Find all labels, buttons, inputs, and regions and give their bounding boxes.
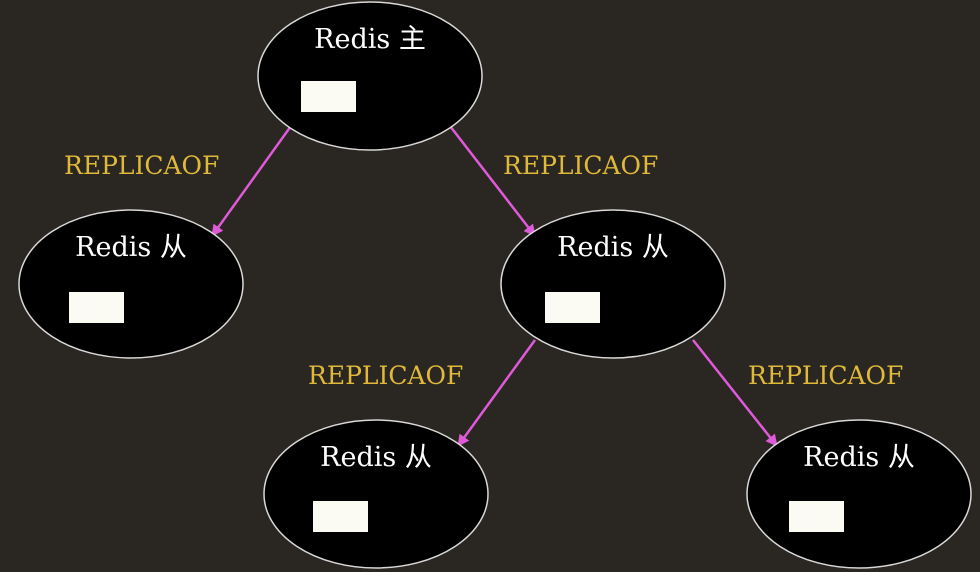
node-label: Redis 从 — [75, 232, 187, 263]
node-data-box — [789, 501, 844, 532]
replication-arrow — [456, 339, 537, 447]
edge-label-replicaof: REPLICAOF — [503, 151, 658, 180]
edge-master-to-replica-mid: REPLICAOF — [449, 125, 658, 237]
node-data-box — [313, 501, 368, 532]
node-redis-master: Redis 主 — [257, 1, 483, 151]
replication-arrow — [692, 339, 778, 447]
edge-replica-mid-to-replica-bottom-right: REPLICAOF — [692, 339, 903, 447]
node-label: Redis 从 — [803, 442, 915, 473]
node-data-box — [69, 292, 124, 323]
node-label: Redis 主 — [314, 24, 426, 55]
edge-label-replicaof: REPLICAOF — [64, 151, 219, 180]
node-label: Redis 从 — [557, 232, 669, 263]
edge-label-replicaof: REPLICAOF — [748, 361, 903, 390]
replication-arrow — [210, 125, 293, 237]
node-redis-replica-bottom-left: Redis 从 — [263, 419, 489, 569]
edge-label-replicaof: REPLICAOF — [308, 361, 463, 390]
node-redis-replica-mid: Redis 从 — [500, 209, 726, 359]
node-redis-replica-left: Redis 从 — [18, 209, 244, 359]
edge-replica-mid-to-replica-bottom-left: REPLICAOF — [308, 339, 537, 447]
edge-master-to-replica-left: REPLICAOF — [64, 125, 293, 237]
node-label: Redis 从 — [320, 442, 432, 473]
node-data-box — [545, 292, 600, 323]
node-redis-replica-bottom-right: Redis 从 — [746, 419, 972, 569]
replication-arrow — [449, 125, 536, 237]
node-data-box — [301, 81, 356, 112]
node-ellipse — [257, 1, 483, 151]
